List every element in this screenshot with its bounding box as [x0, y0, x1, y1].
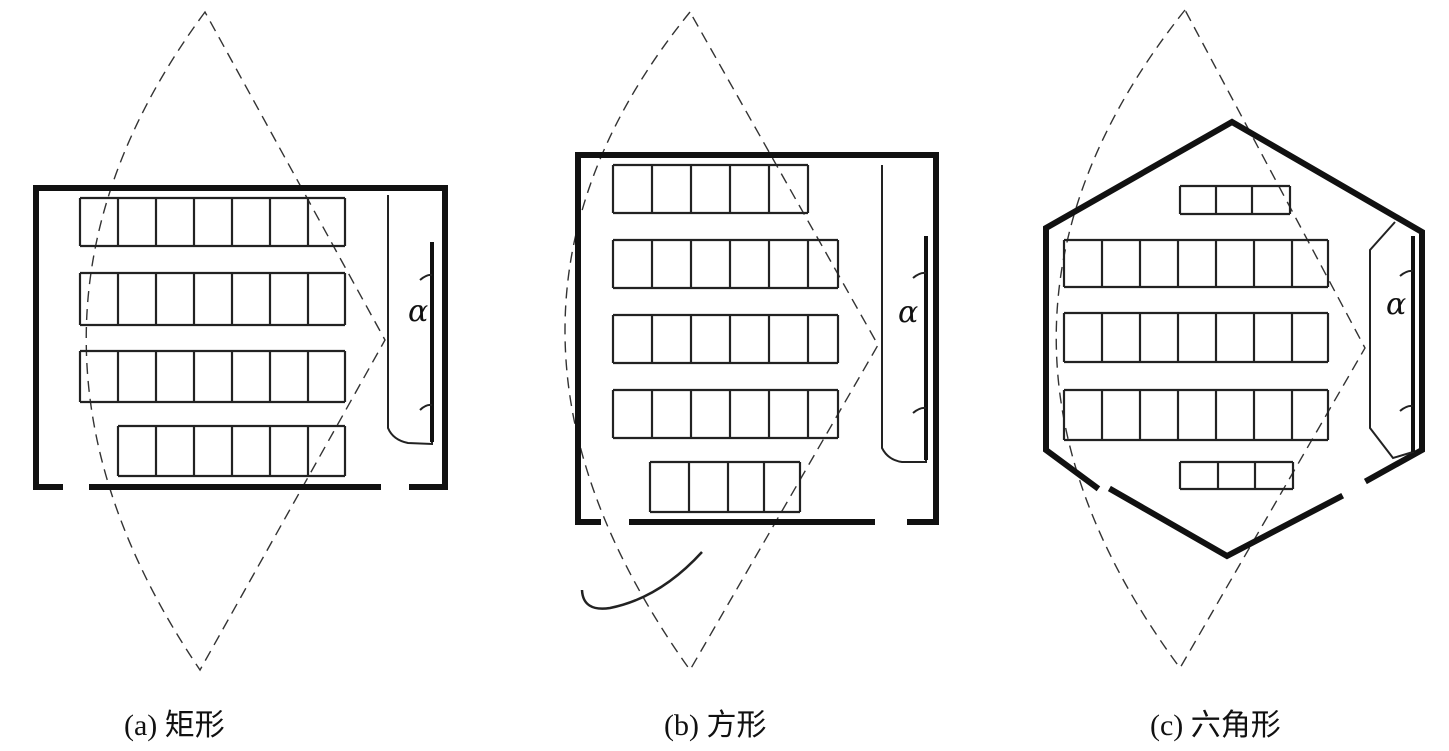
angle-alpha-label: α	[408, 294, 428, 329]
caption-b: (b) 方形	[664, 709, 767, 742]
angle-arc-top	[1399, 269, 1414, 277]
angle-arc-bottom	[1399, 404, 1414, 412]
desk-row-5	[648, 460, 802, 514]
desk-row-4	[611, 388, 840, 440]
angle-arc-top	[419, 273, 433, 281]
viewing-zone-dashed	[85, 10, 386, 672]
desk-row-1	[78, 196, 347, 248]
desk-row-4	[116, 424, 347, 478]
plan-rectangular: α	[33, 10, 448, 672]
desk-row-3	[78, 349, 347, 404]
desk-row-2	[1062, 238, 1330, 289]
wall-outline	[1043, 118, 1425, 492]
caption-c: (c) 六角形	[1150, 709, 1281, 742]
wall-outline	[33, 185, 448, 490]
front-wall-segment	[1107, 485, 1345, 560]
door-swing	[580, 551, 703, 610]
desk-row-2	[611, 238, 840, 290]
caption-a: (a) 矩形	[124, 709, 225, 742]
desk-row-1	[611, 163, 810, 215]
platform-outline	[881, 165, 927, 463]
desk-row-3	[1062, 311, 1330, 364]
desk-row-2	[78, 271, 347, 327]
angle-arc-top	[912, 271, 927, 279]
platform-outline	[1369, 221, 1414, 460]
viewing-zone-dashed	[564, 10, 879, 672]
desk-row-3	[611, 313, 840, 365]
plan-square: α	[564, 10, 939, 672]
angle-alpha-label: α	[1386, 287, 1406, 322]
wall-outline	[575, 152, 939, 525]
desk-row-1	[1178, 184, 1292, 216]
angle-arc-bottom	[419, 403, 433, 411]
desk-row-5	[1178, 460, 1295, 491]
angle-alpha-label: α	[898, 295, 918, 330]
angle-arc-bottom	[912, 406, 927, 414]
desk-row-4	[1062, 388, 1330, 442]
plan-hexagonal: α	[1043, 8, 1425, 670]
viewing-zone-dashed	[1055, 8, 1366, 670]
platform-outline	[387, 195, 433, 446]
